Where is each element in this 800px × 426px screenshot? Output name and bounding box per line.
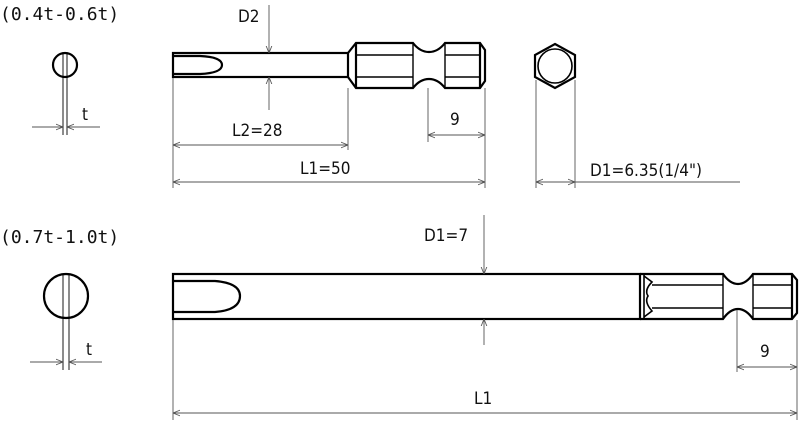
top-tip-end-view: t bbox=[32, 51, 100, 135]
bottom-hex-length-label: 9 bbox=[760, 342, 770, 362]
bottom-bit: (0.7t-1.0t) t D1=7 bbox=[0, 215, 799, 420]
bottom-thickness-label: t bbox=[86, 340, 92, 360]
top-range-label: (0.4t-0.6t) bbox=[0, 4, 119, 25]
bottom-d1-label: D1=7 bbox=[424, 226, 468, 246]
top-thickness-label: t bbox=[82, 105, 88, 125]
hex-end-view: D1=6.35(1/4") bbox=[533, 42, 740, 188]
top-l1-label: L1=50 bbox=[300, 159, 351, 179]
top-bit-side-view bbox=[171, 41, 487, 90]
top-d2-label: D2 bbox=[238, 7, 260, 27]
bottom-tip-end-view: t bbox=[30, 272, 102, 370]
bottom-bit-side-view bbox=[171, 272, 799, 321]
bottom-range-label: (0.7t-1.0t) bbox=[0, 227, 119, 248]
bottom-l1-label: L1 bbox=[474, 389, 492, 409]
top-hex-length-label: 9 bbox=[450, 110, 460, 130]
top-l2-label: L2=28 bbox=[232, 121, 283, 141]
top-d1-label: D1=6.35(1/4") bbox=[590, 161, 702, 181]
top-bit: (0.4t-0.6t) t D2 bbox=[0, 4, 740, 188]
